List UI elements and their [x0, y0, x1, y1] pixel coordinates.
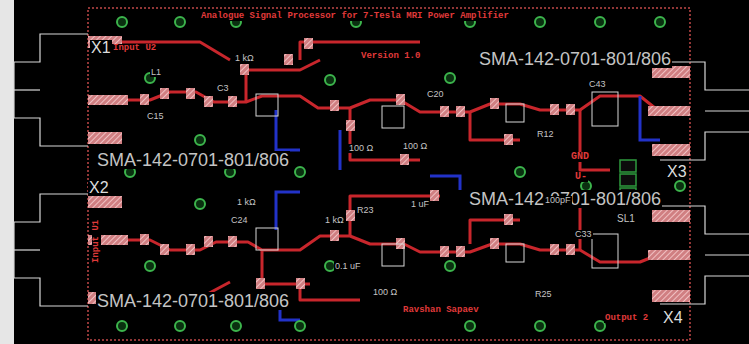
part-number: SMA-142-0701-801/806 — [478, 50, 672, 68]
board-outline — [88, 8, 690, 340]
part-label: L1 — [150, 68, 162, 77]
connector-ref: X1 — [90, 40, 112, 56]
part-label: 1 kΩ — [324, 216, 345, 225]
port-label: Output 2 — [604, 314, 649, 323]
pads — [88, 36, 690, 304]
part-label: 100 Ω — [372, 288, 398, 297]
part-label: 100 Ω — [402, 142, 428, 151]
port-label: Input U1 — [92, 219, 101, 264]
part-label: C24 — [230, 216, 249, 225]
ic-outlines — [256, 92, 618, 268]
bottom-traces — [276, 96, 660, 320]
part-label: C43 — [588, 80, 607, 89]
author-text: Ravshan Sapaev — [402, 306, 480, 315]
part-label: R23 — [356, 206, 375, 215]
part-label: C15 — [146, 112, 165, 121]
part-label: R25 — [534, 290, 553, 299]
part-label: C33 — [574, 230, 593, 239]
part-label: C3 — [216, 84, 230, 93]
margin-strip — [0, 0, 14, 344]
part-label: 100 Ω — [348, 144, 374, 153]
pin-name: GND — [570, 152, 590, 162]
part-label: 1 kΩ — [234, 54, 255, 63]
port-label: Input U2 — [112, 44, 157, 53]
part-label: C20 — [426, 90, 445, 99]
sma-outlines — [14, 34, 749, 306]
part-label: 1 uF — [410, 200, 430, 209]
part-label: 100pF — [544, 196, 572, 205]
vias — [117, 17, 685, 331]
part-label: SL1 — [616, 214, 636, 224]
pin-name: U- — [574, 172, 588, 182]
connector-ref: X2 — [88, 180, 110, 196]
version-text: Version 1.0 — [360, 52, 421, 61]
part-label: R12 — [536, 130, 555, 139]
board-title: Analogue Signal Processor for 7-Tesla MR… — [200, 12, 510, 21]
connector-ref: X4 — [662, 310, 684, 326]
connector-ref: X3 — [666, 164, 688, 180]
part-label: 1 kΩ — [236, 198, 257, 207]
part-label: 0.1 uF — [334, 262, 362, 271]
part-number: SMA-142-0701-801/806 — [96, 292, 290, 310]
part-number: SMA-142-0701-801/806 — [96, 151, 290, 169]
top-traces — [122, 42, 660, 300]
